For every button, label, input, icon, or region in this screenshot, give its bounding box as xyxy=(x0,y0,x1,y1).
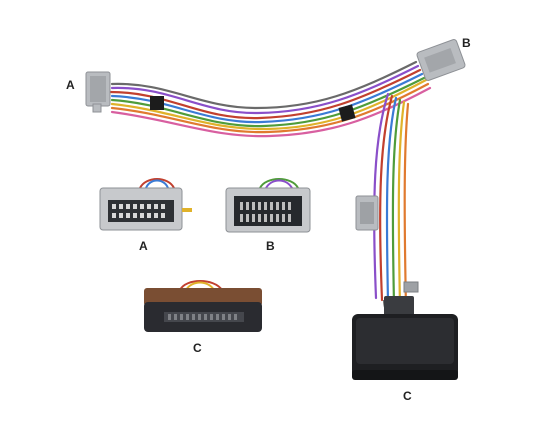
label-connector-a-detail: A xyxy=(139,239,148,253)
label-module-c-main: C xyxy=(403,389,412,403)
label-connector-a-top: A xyxy=(66,78,75,92)
module-c-detail xyxy=(144,280,262,332)
connector-a-top xyxy=(85,71,111,113)
module-c-main xyxy=(352,296,458,380)
branch-harness xyxy=(373,92,410,310)
branch-clip xyxy=(403,281,419,293)
label-connector-b-top: B xyxy=(462,36,471,50)
branch-connector xyxy=(355,195,379,231)
connector-b-top xyxy=(416,39,466,81)
tape-wrap-right xyxy=(338,104,356,122)
connector-b-detail xyxy=(225,178,311,233)
tape-wrap-left xyxy=(150,96,164,110)
label-connector-b-detail: B xyxy=(266,239,275,253)
label-module-c-detail: C xyxy=(193,341,202,355)
connector-a-detail xyxy=(99,178,192,231)
